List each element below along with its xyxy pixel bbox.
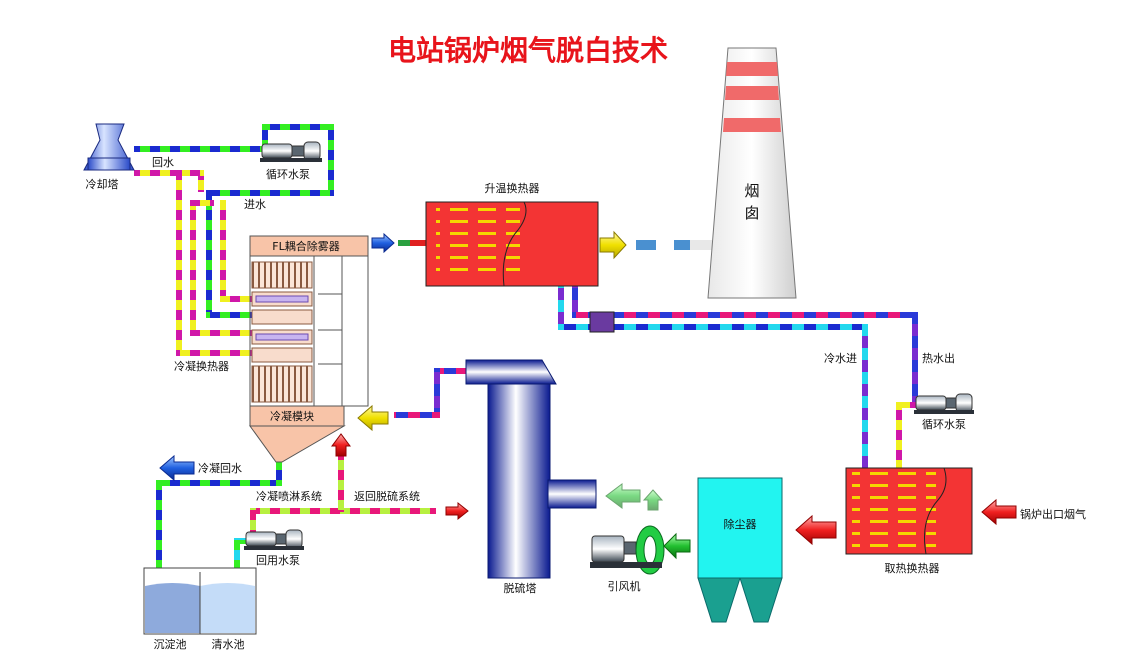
pump-icon bbox=[260, 141, 322, 162]
cold-water-in-label: 冷水进 bbox=[824, 352, 857, 365]
pipe-inlet-h2 bbox=[190, 330, 252, 336]
pipe-reuse-down bbox=[234, 540, 240, 568]
circ-pump-top-label: 循环水泵 bbox=[266, 168, 310, 181]
pump-icon bbox=[914, 393, 974, 414]
flow-arrow-icon bbox=[599, 230, 627, 260]
pipe-demister-out-red bbox=[410, 240, 428, 246]
flow-arrow-icon bbox=[331, 433, 351, 457]
circ-pump-right-label: 循环水泵 bbox=[922, 418, 966, 431]
pipe-hx-down-1 bbox=[558, 286, 564, 330]
pipe-pump-loop-right bbox=[328, 124, 334, 194]
pipe-return-h2 bbox=[176, 350, 252, 356]
return-water-label: 回水 bbox=[152, 156, 174, 169]
pipe-pump-right-in bbox=[896, 402, 918, 408]
flow-arrow-icon bbox=[159, 454, 195, 482]
pipe-reuse-pump-up bbox=[250, 508, 256, 538]
pipe-inlet-h bbox=[206, 190, 334, 196]
desulf-tower bbox=[465, 359, 597, 579]
pipe-return-h bbox=[134, 170, 204, 176]
flow-arrow-icon bbox=[642, 489, 664, 511]
pipe-cold-h bbox=[558, 324, 868, 330]
cooling-tower-icon bbox=[83, 123, 135, 171]
fl-demister-label: FL耦合除雾器 bbox=[272, 239, 339, 253]
chimney-icon bbox=[707, 47, 797, 299]
sed-tank-label: 沉淀池 bbox=[154, 637, 187, 651]
hot-water-out-label: 热水出 bbox=[922, 351, 955, 365]
pipe-cond-return-h bbox=[156, 480, 280, 486]
flow-arrows bbox=[159, 230, 1017, 560]
flow-arrow-icon bbox=[371, 232, 395, 254]
pipe-return-to-hx bbox=[220, 296, 252, 302]
pipe-tower-to-pump bbox=[134, 146, 262, 152]
pipe-cond-return-v bbox=[156, 480, 162, 568]
chimney-label-2: 囱 bbox=[744, 204, 759, 222]
inlet-water-label: 进水 bbox=[244, 198, 266, 211]
pipes bbox=[134, 124, 918, 568]
heating-hx bbox=[425, 201, 599, 287]
fan-icon bbox=[590, 525, 665, 575]
spray-system-label: 冷凝喷淋系统 bbox=[256, 489, 322, 503]
condensing-hx bbox=[249, 235, 369, 463]
flow-arrow-icon bbox=[795, 514, 837, 546]
clear-tank-label: 清水池 bbox=[212, 638, 245, 651]
pipe-spray-riser bbox=[338, 456, 344, 512]
pipe-return-h3 bbox=[190, 200, 214, 206]
pipe-return-v-in bbox=[220, 200, 226, 300]
pipe-hx-down-2 bbox=[572, 286, 578, 316]
heating-hx-label: 升温换热器 bbox=[485, 181, 540, 195]
pipe-pump-loop-top bbox=[262, 124, 334, 130]
dust-collector-label: 除尘器 bbox=[724, 517, 757, 531]
condensate-return-label: 冷凝回水 bbox=[198, 461, 242, 475]
condensing-hx-label: 冷凝换热器 bbox=[174, 359, 229, 373]
induced-fan-label: 引风机 bbox=[608, 579, 641, 593]
boiler-outlet-label: 锅炉出口烟气 bbox=[1020, 507, 1086, 521]
pipe-cold-v bbox=[862, 324, 868, 470]
heat-extract-hx-label: 取热换热器 bbox=[885, 561, 940, 575]
pipe-tower-return-v bbox=[434, 368, 440, 416]
flow-arrow-icon bbox=[663, 532, 691, 560]
pipe-tower-return-h bbox=[440, 368, 466, 374]
cooling-tower-label: 冷却塔 bbox=[86, 178, 119, 191]
pipe-reuse-h bbox=[234, 538, 256, 544]
pipe-tower-return-h2 bbox=[394, 412, 440, 418]
pipe-inlet-to-hx bbox=[206, 312, 252, 318]
flow-arrow-icon bbox=[357, 404, 389, 432]
pump-icon bbox=[244, 529, 304, 550]
return-desulf-label: 返回脱硫系统 bbox=[354, 489, 420, 503]
page-title: 电站锅炉烟气脱白技术 bbox=[388, 34, 668, 67]
pipe-pump-right-down bbox=[896, 402, 902, 470]
pipe-hot-h bbox=[572, 312, 918, 318]
pipe-inlet-v bbox=[206, 190, 212, 318]
flow-arrow-icon bbox=[605, 483, 641, 509]
chimney-label-1: 烟 bbox=[744, 182, 759, 200]
tanks bbox=[143, 567, 257, 635]
pipe-module-drain bbox=[276, 462, 282, 486]
flow-arrow-icon bbox=[445, 501, 469, 521]
condensing-module-label: 冷凝模块 bbox=[270, 409, 314, 423]
pipe-inlet-v2 bbox=[190, 206, 196, 334]
heat-extract-hx bbox=[845, 467, 973, 555]
dust-collector bbox=[697, 477, 783, 623]
reuse-pump-label: 回用水泵 bbox=[256, 554, 300, 567]
pipe-pump-loop-left bbox=[262, 124, 268, 146]
pipe-hx-connector bbox=[589, 311, 615, 333]
pipe-return-v-mid bbox=[198, 176, 204, 192]
desulf-tower-label: 脱硫塔 bbox=[504, 581, 537, 595]
pipe-hot-v bbox=[912, 312, 918, 408]
flow-arrow-icon bbox=[981, 498, 1017, 526]
pipe-return-v-outer bbox=[176, 170, 182, 356]
